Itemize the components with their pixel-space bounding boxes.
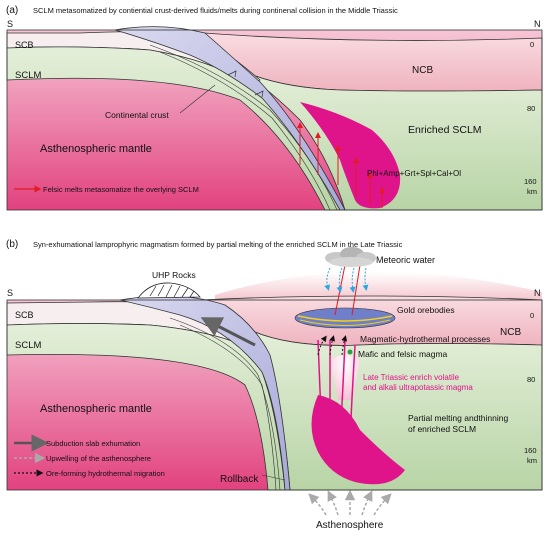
partial-melting-label-2: of enriched SCLM	[408, 424, 476, 434]
sclm-band-b	[6, 323, 286, 491]
partial-melt-blob-b	[311, 395, 405, 485]
panel-a-frame	[6, 29, 543, 211]
s-label-b: S	[7, 288, 13, 298]
uhp-rocks-hatch	[149, 284, 195, 298]
panel-b-label: (b)	[6, 239, 18, 250]
depth-tick-a-0: 0	[530, 40, 534, 49]
panel-b-frame	[6, 299, 543, 491]
mafic-felsic-label: Mafic and felsic magma	[358, 349, 448, 359]
upwelling-arrows-b	[308, 489, 392, 516]
felsic-melt-arrows-a	[297, 122, 385, 208]
slab-line-b2	[179, 324, 277, 491]
asthenospheric-mantle-label-a: Asthenospheric mantle	[40, 143, 152, 155]
meteoric-water-label: Meteoric water	[376, 255, 435, 265]
n-label-a: N	[534, 19, 541, 29]
enriched-sclm-region	[239, 69, 543, 211]
magma-feeders-b	[317, 339, 356, 441]
gold-vein-2	[299, 319, 391, 326]
rollback-label: Rollback	[220, 474, 259, 485]
felsic-legend-label: Felsic melts metasomatize the overlying …	[43, 185, 199, 194]
uhp-rocks-label: UHP Rocks	[152, 270, 196, 280]
exhumation-arrow-b	[200, 317, 256, 347]
magmatic-hydrothermal-label: Magmatic-hydrothermal processes	[360, 334, 490, 344]
s-label-a: S	[7, 19, 13, 29]
asthenospheric-mantle-label-b: Asthenospheric mantle	[40, 403, 152, 415]
sclm-label-b: SCLM	[15, 340, 41, 351]
depth-unit-b: km	[527, 456, 537, 465]
panel-a-label: (a)	[6, 5, 18, 16]
meteoric-water-arrows	[324, 267, 369, 293]
depth-tick-b-80: 80	[527, 375, 535, 384]
mafic-magma-marker	[347, 349, 353, 355]
depth-unit-a: km	[527, 187, 537, 196]
gold-vein-1	[297, 315, 393, 322]
scb-label-a: SCB	[15, 40, 34, 50]
surface-glow-b	[215, 271, 542, 300]
panel-a-title: SCLM metasomatized by contiential crust-…	[33, 6, 398, 15]
fault-mark-a1	[227, 70, 237, 78]
felsic-melt-blob-a	[300, 102, 401, 209]
slab-line-a1	[149, 44, 338, 211]
late-triassic-label-1: Late Triassic enrich volatile	[363, 373, 460, 382]
ncb-label-b: NCB	[500, 327, 521, 338]
panel-b-title: Syn-exhumational lamprophyric magmatism …	[33, 240, 403, 249]
gold-orebodies-label: Gold orebodies	[397, 305, 455, 315]
n-label-b: N	[534, 288, 541, 298]
depth-tick-b-160: 160	[524, 446, 537, 455]
enriched-sclm-label: Enriched SCLM	[408, 124, 482, 136]
hydrothermal-arrows-b	[317, 335, 348, 356]
fault-mark-a2	[254, 90, 264, 98]
scb-label-b: SCB	[15, 310, 34, 320]
panel-a: (a) SCLM metasomatized by contiential cr…	[6, 5, 543, 211]
partial-melting-label-1: Partial melting andthinning	[408, 413, 508, 423]
upwelling-legend-label: Upwelling of the asthenosphere	[46, 454, 151, 463]
asthenosphere-label: Asthenosphere	[316, 520, 384, 531]
rollback-leader	[261, 474, 286, 481]
panel-b: (b) Syn-exhumational lamprophyric magmat…	[6, 239, 543, 531]
depth-tick-a-160: 160	[524, 177, 537, 186]
continental-crust-label: Continental crust	[105, 110, 169, 120]
slab-line-a2	[159, 51, 331, 211]
depth-tick-b-0: 0	[530, 311, 534, 320]
exhumation-legend-label: Subduction slab exhumation	[46, 439, 140, 448]
hydrothermal-legend-label: Ore-forming hydrothermal migration	[46, 469, 165, 478]
ncb-label-a: NCB	[412, 65, 433, 76]
continental-crust-leader	[179, 84, 216, 114]
gold-orebody-lens	[294, 307, 396, 329]
late-triassic-label-2: and alkali ultrapotassic magma	[363, 383, 473, 392]
mineral-assemblage-label: Phl+Amp+Grt+Spl+Cal+Ol	[367, 169, 461, 178]
sclm-label-a: SCLM	[15, 70, 41, 81]
depth-tick-a-80: 80	[527, 104, 535, 113]
cloud-icon	[325, 247, 376, 267]
